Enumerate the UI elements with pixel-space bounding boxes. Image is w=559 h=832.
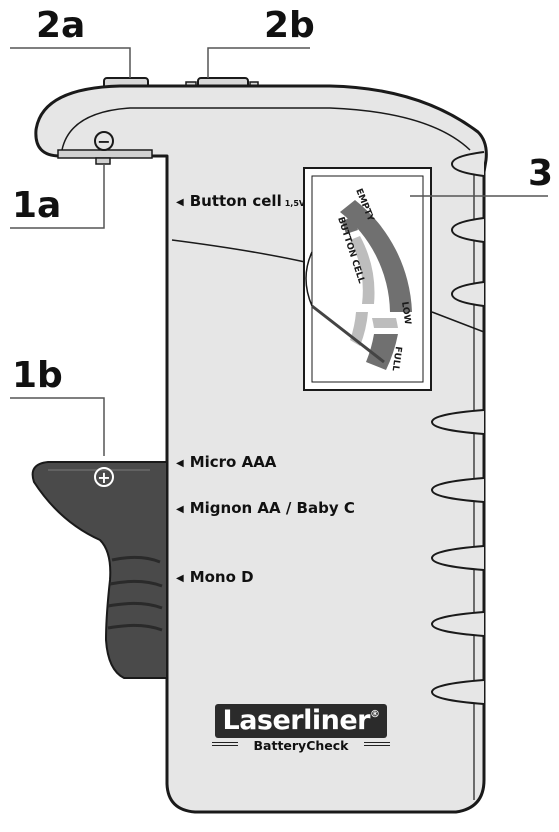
slider-rib	[111, 555, 161, 564]
slot-label-mono: ◀ Mono D	[176, 570, 254, 585]
grip-notch	[450, 281, 485, 307]
leader-lines	[10, 47, 548, 456]
slot-mono-text: Mono D	[189, 568, 254, 586]
pointer-left-icon: ◀	[176, 458, 184, 469]
slot-micro-text: Micro AAA	[189, 453, 277, 471]
slot-mignon-text: Mignon AA / Baby C	[189, 499, 355, 517]
meter-pivot	[305, 251, 313, 307]
meter-label-full: FULL	[390, 346, 403, 372]
grip-notch	[450, 217, 485, 243]
brand-name: Laserliner	[222, 705, 371, 736]
slider-rib	[107, 623, 163, 632]
minus-symbol: −	[97, 132, 110, 151]
leader-1a	[10, 164, 105, 229]
scale-button-cell-dark	[342, 216, 358, 234]
scale-empty-band	[340, 200, 412, 312]
product-name-row: BatteryCheck	[212, 738, 390, 754]
plus-slider	[31, 461, 168, 679]
leader-2b	[207, 47, 310, 78]
slider-rib	[109, 579, 163, 588]
pointer-left-icon: ◀	[176, 504, 184, 515]
meter-needle	[311, 304, 385, 364]
slider-rib	[107, 601, 163, 610]
minus-contact	[57, 149, 153, 159]
grip-notch	[450, 151, 485, 177]
minus-contact-tip	[95, 157, 111, 165]
slot-label-micro: ◀ Micro AAA	[176, 455, 276, 470]
meter-scale	[340, 200, 412, 370]
callout-2b: 2b	[264, 5, 315, 46]
minus-symbol-ring	[94, 131, 114, 151]
grip-notch	[430, 545, 485, 571]
registered-mark: ®	[369, 709, 380, 720]
callout-2a: 2a	[36, 5, 86, 46]
callout-1b: 1b	[12, 355, 63, 396]
leader-1b	[10, 397, 105, 456]
callout-3: 3	[528, 153, 554, 194]
housing-crease-right	[431, 311, 485, 333]
grip-notch	[430, 477, 485, 503]
pointer-left-icon: ◀	[176, 197, 184, 208]
housing-crease-left	[171, 239, 306, 263]
slot-button-cell-text: Button cell	[189, 192, 282, 210]
scale-button-cell-light	[350, 236, 375, 304]
grip-notch	[430, 611, 485, 637]
scale-low-band	[372, 318, 398, 328]
leader-2a	[10, 47, 131, 78]
pointer-left-icon: ◀	[176, 573, 184, 584]
scale-full-band	[366, 334, 398, 370]
grip-notch	[430, 409, 485, 435]
brand-logo: Laserliner®	[215, 704, 387, 738]
housing-contour	[61, 107, 471, 151]
slot-button-cell-voltage: 1,5V	[284, 199, 306, 208]
product-rule-right	[364, 742, 390, 746]
grip-notch	[430, 679, 485, 705]
grip-notches	[430, 151, 485, 705]
plus-symbol: +	[97, 468, 110, 487]
meter-label-low: LOW	[399, 301, 412, 325]
plus-symbol-ring	[94, 467, 114, 487]
slot-label-mignon: ◀ Mignon AA / Baby C	[176, 501, 355, 516]
product-name: BatteryCheck	[253, 738, 349, 753]
callout-1a: 1a	[12, 185, 62, 226]
product-rule-left	[212, 742, 238, 746]
